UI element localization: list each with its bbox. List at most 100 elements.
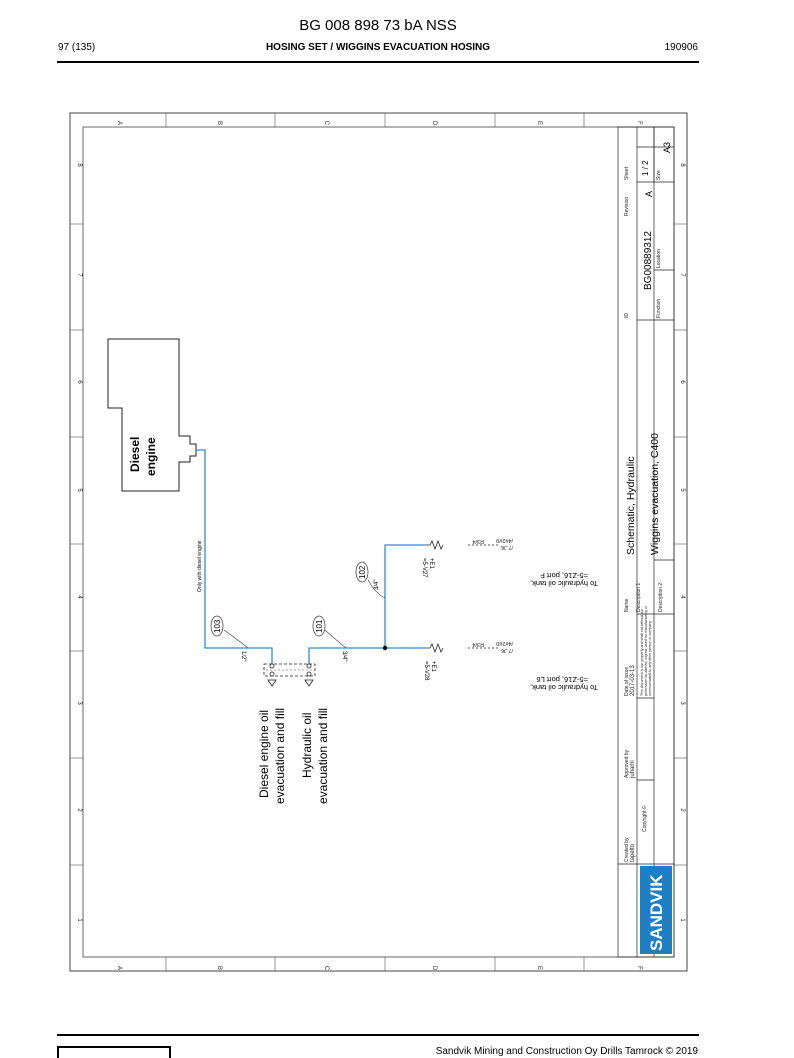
- tb-notice: This document is our property and shall …: [640, 606, 652, 696]
- valve-v27-symbol: [425, 539, 444, 551]
- tb-function-label: Function: [656, 299, 662, 318]
- zone-number-1-right: 1: [679, 918, 685, 922]
- component-2-a: +E1: [430, 661, 436, 673]
- hose-102-tag: [355, 561, 369, 583]
- tank-2-label-b: =5-Z16, port L6: [537, 675, 589, 684]
- diesel-engine-label-2: engine: [144, 437, 158, 476]
- pipe-103: [196, 449, 273, 668]
- hyd-drain-label-2: evacuation and fill: [316, 708, 330, 804]
- tb-desc1-label: Description 1: [636, 583, 642, 612]
- sandvik-logo: SANDVIK: [647, 874, 666, 951]
- diesel-drain-label-2: evacuation and fill: [273, 708, 287, 804]
- tb-name: Schematic, Hydraulic: [625, 456, 637, 555]
- ref-b2: /4#2#0: [496, 640, 513, 646]
- tb-revision: A: [644, 191, 654, 197]
- zone-letter-e-top: E: [536, 121, 542, 125]
- zone-number-4-right: 4: [679, 595, 685, 599]
- zone-letter-a-bottom: A: [116, 966, 122, 970]
- zone-number-3-right: 3: [679, 701, 685, 705]
- footer-rule: [57, 1034, 699, 1036]
- zone-number-2-left: 2: [76, 808, 82, 812]
- tb-created-by-label: Created by: [624, 837, 630, 862]
- zone-letter-f-top: F: [636, 121, 642, 125]
- zone-letter-d-bottom: D: [431, 966, 437, 971]
- zone-letter-e-bottom: E: [536, 966, 542, 970]
- zone-number-7-left: 7: [76, 273, 82, 277]
- size-101: 3/4": [341, 651, 347, 661]
- tb-size: A3: [662, 142, 672, 153]
- document-id: BG 008 898 73 bA NSS: [299, 17, 457, 34]
- coupling-diesel-upper: [269, 663, 275, 669]
- zone-number-5-left: 5: [76, 488, 82, 492]
- coupling-diesel-lower: [269, 671, 275, 677]
- title-block-outline: [617, 126, 675, 958]
- coupling-hyd-lower: [306, 671, 312, 677]
- tank-1-label-a: To hydraulic oil tank,: [530, 579, 598, 588]
- leader-101: [324, 629, 347, 649]
- tb-approved-by-label: Approved by: [624, 749, 630, 778]
- tb-approved-by: juhami: [630, 760, 636, 779]
- tb-created-by: tapelto: [630, 843, 636, 862]
- zone-letter-b-top: B: [216, 121, 222, 125]
- zone-number-1-left: 1: [76, 918, 82, 922]
- quick-couplings: [263, 663, 316, 687]
- hose-103-tag: [210, 615, 224, 637]
- zone-number-8-left: 8: [76, 163, 82, 167]
- hose-103-number: 103: [213, 619, 222, 633]
- zone-letter-c-top: C: [323, 121, 329, 126]
- junction-node: [382, 645, 388, 651]
- tb-copyright-label: Copyright ©: [641, 805, 648, 832]
- only-diesel-note: Only with diesel engine: [197, 540, 203, 592]
- pipe-101: [308, 647, 385, 668]
- document-date: 190906: [664, 42, 698, 53]
- zone-dividers: [70, 113, 687, 971]
- coupling-hyd-upper: [306, 663, 312, 669]
- tb-desc2-label: Description 2: [658, 583, 664, 612]
- tank-1-label-b: =5-Z16, port F: [540, 571, 588, 580]
- hose-101-tag: [312, 615, 326, 637]
- zone-letter-f-bottom: F: [636, 966, 642, 970]
- page-number: 97 (135): [58, 42, 96, 53]
- zone-number-8-right: 8: [679, 163, 685, 167]
- tb-notice-container: This document is our property and shall …: [640, 606, 652, 696]
- zone-letter-c-bottom: C: [323, 966, 329, 971]
- hose-102-number: 102: [358, 565, 367, 579]
- ref-a2: /7.J6: [501, 647, 513, 653]
- zone-letter-d-top: D: [431, 121, 437, 126]
- size-103: 1/2": [240, 651, 246, 661]
- diesel-engine-block: [107, 338, 197, 492]
- sandvik-logo-box: [640, 866, 672, 954]
- tb-desc1: Wiggins evacuation, C400: [649, 433, 661, 555]
- coupling-frame: [263, 663, 316, 677]
- component-1-a: +E1: [428, 558, 434, 570]
- tb-sheet-label: Sheet: [624, 166, 630, 180]
- ref-b1: /4#2#0: [496, 537, 513, 543]
- ref-a1: /7.J6: [501, 544, 513, 550]
- zone-letter-a-top: A: [116, 121, 122, 125]
- diesel-engine-label-1: Diesel: [128, 437, 142, 472]
- leader-102: [367, 579, 386, 599]
- frame-outer: [69, 112, 688, 972]
- diesel-drain-label-1: Diesel engine oil: [257, 710, 271, 798]
- zone-number-6-right: 6: [679, 380, 685, 384]
- frame-inner: [82, 126, 675, 958]
- tb-name-label: Name: [624, 598, 630, 612]
- zone-number-6-left: 6: [76, 380, 82, 384]
- zone-number-3-left: 3: [76, 701, 82, 705]
- zone-letter-b-bottom: B: [216, 966, 222, 970]
- title-block: [617, 126, 675, 958]
- pipe-102: [384, 544, 425, 648]
- hydraulic-lines: [196, 449, 425, 668]
- tb-location-label: Location: [656, 249, 662, 268]
- zone-number-4-left: 4: [76, 595, 82, 599]
- component-2-b: =5-V28: [423, 661, 429, 681]
- tb-date: 2017-03-13: [630, 665, 636, 696]
- hyd-drain-label-1: Hydraulic oil: [300, 713, 314, 778]
- tb-revision-label: Revision: [624, 197, 630, 216]
- tb-id-label: ID: [624, 313, 630, 318]
- header-rule: [57, 61, 699, 63]
- drain-symbol-diesel: [267, 679, 277, 687]
- size-102: 3/4": [374, 580, 380, 590]
- tb-size-label: Size: [656, 170, 662, 180]
